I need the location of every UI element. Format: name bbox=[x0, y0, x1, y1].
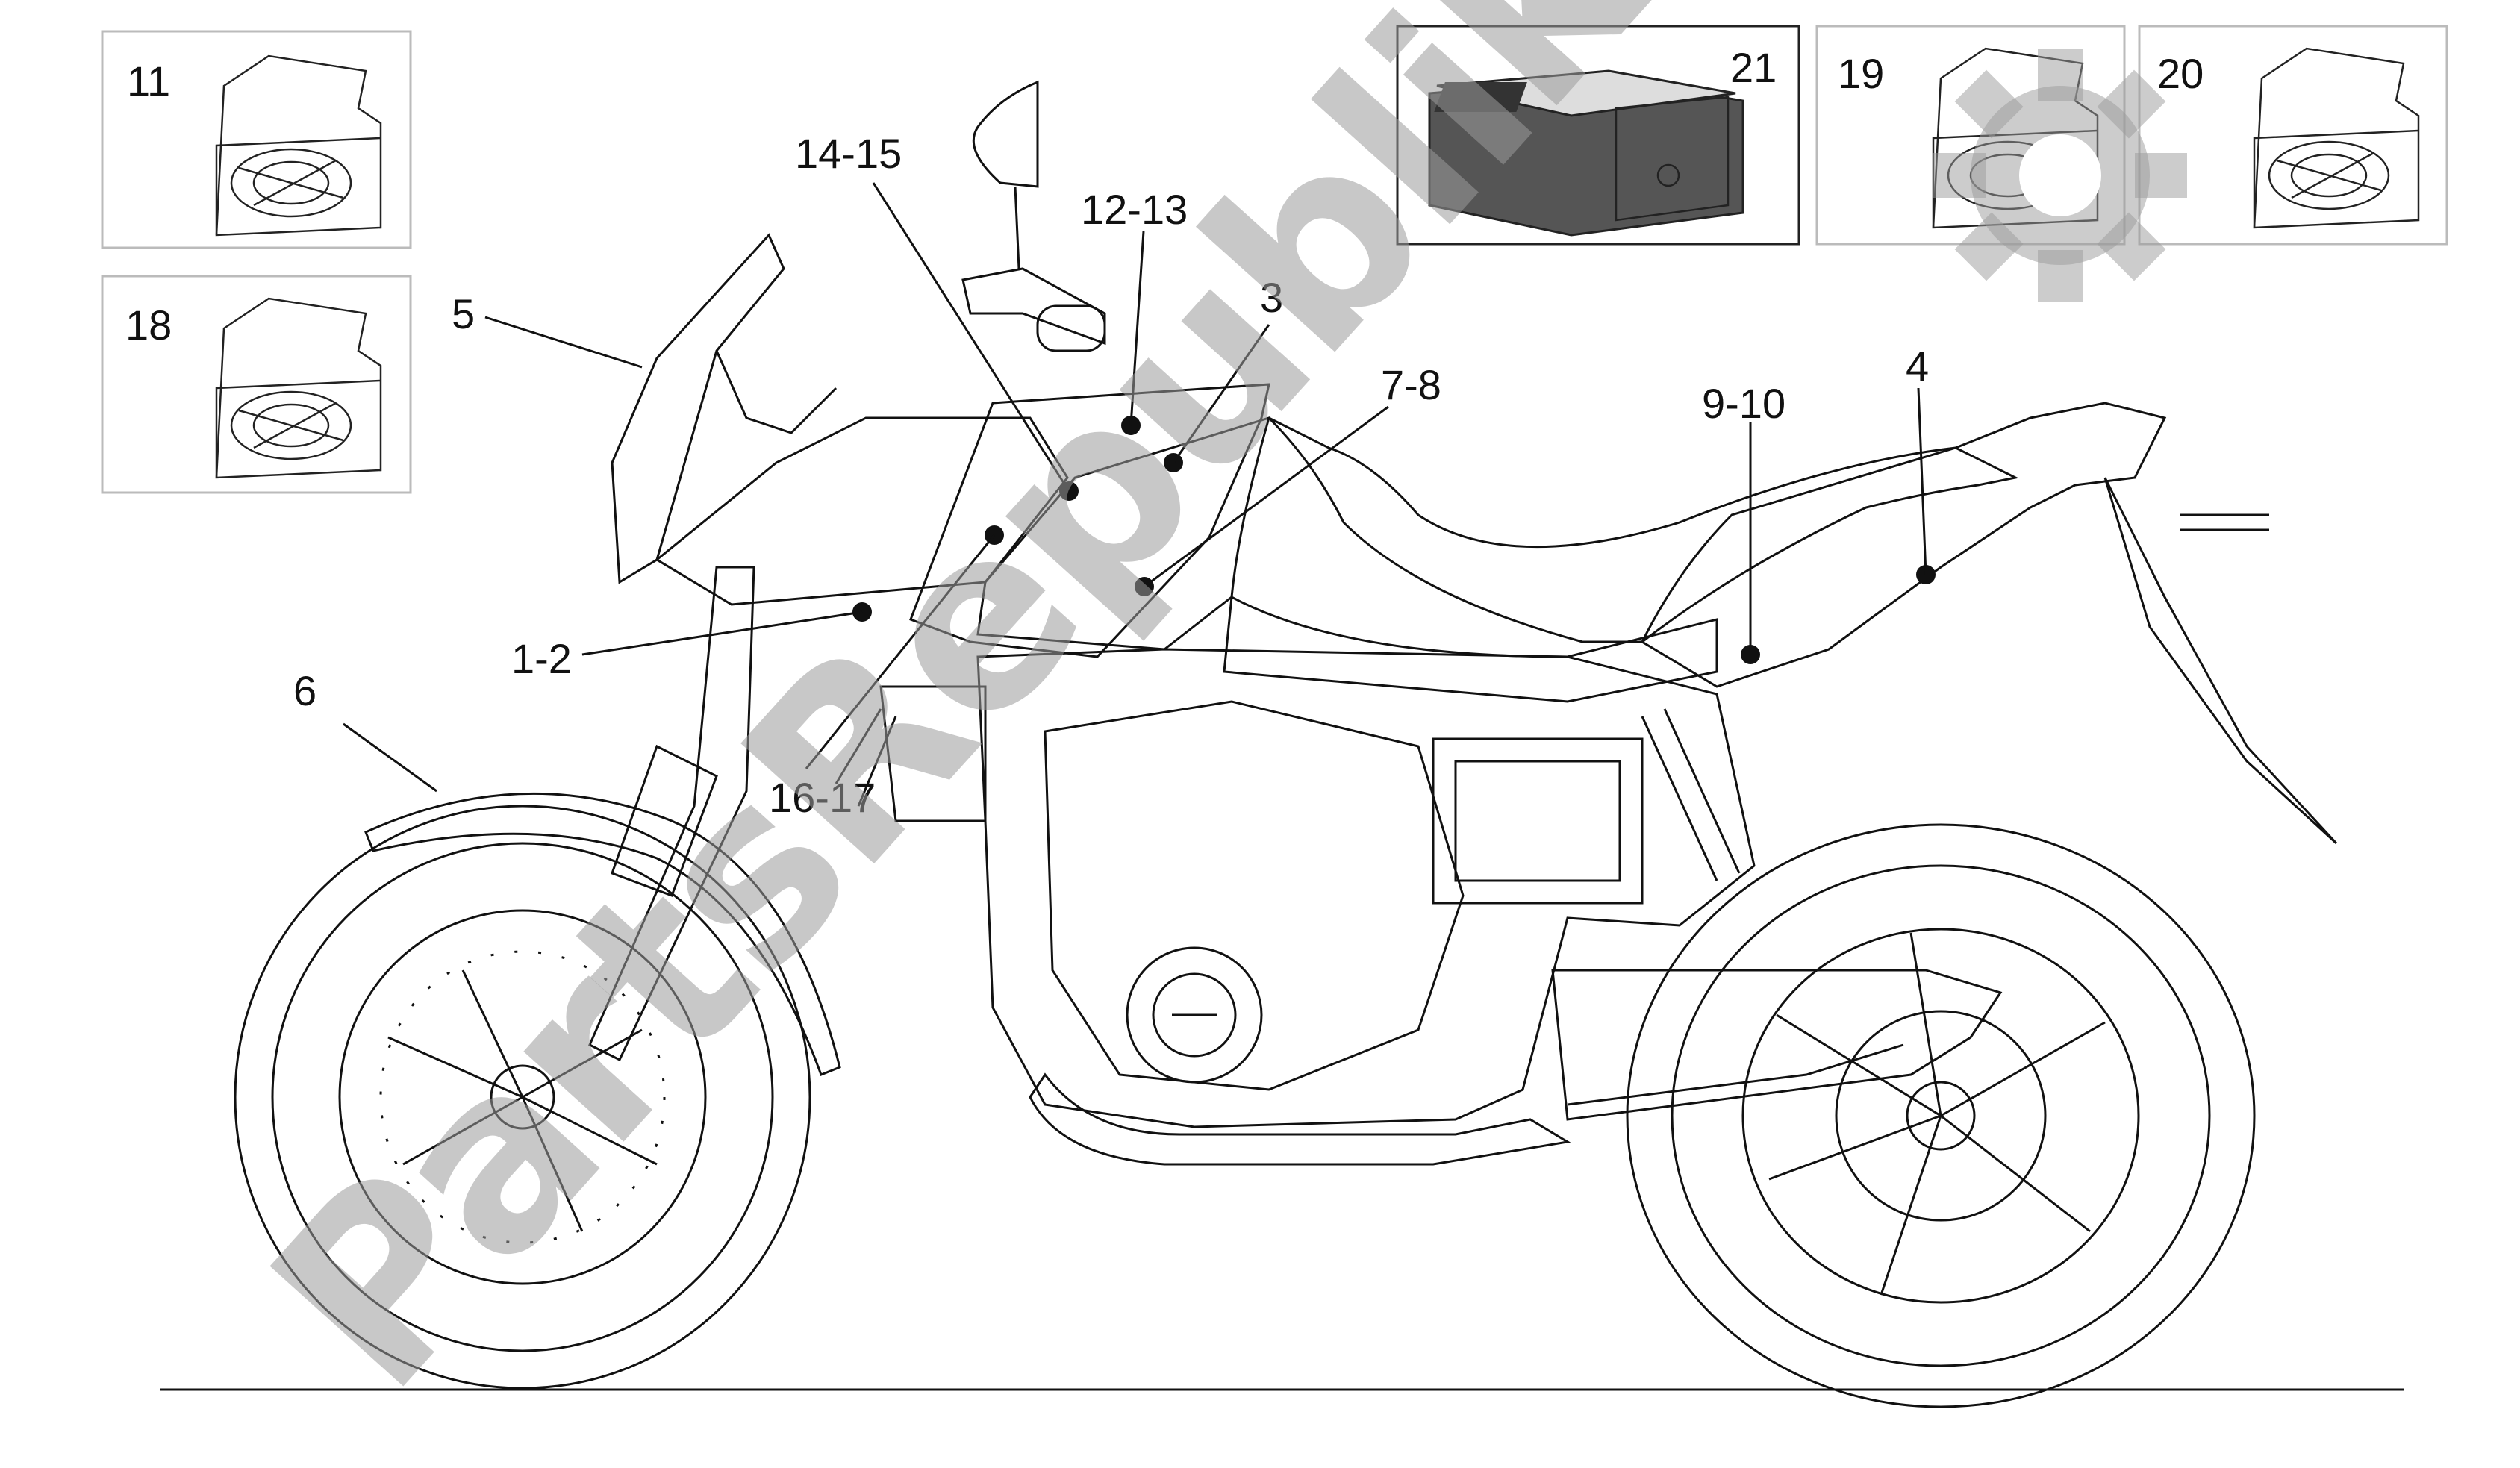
exhaust bbox=[1029, 1072, 1571, 1166]
rear-wheel bbox=[1626, 823, 2256, 1408]
motorcycle-drawing bbox=[234, 80, 2338, 1408]
seat bbox=[1267, 416, 2019, 643]
engine bbox=[1044, 700, 1465, 1091]
inset-number: 20 bbox=[2157, 50, 2204, 97]
decal-pack-icon bbox=[215, 54, 382, 237]
front-fairing bbox=[611, 233, 785, 584]
decal-pack-icon bbox=[215, 297, 382, 479]
callout-3[interactable]: 3 bbox=[1260, 274, 1283, 321]
callout-5[interactable]: 5 bbox=[452, 290, 475, 337]
callout-12-13[interactable]: 12-13 bbox=[1081, 186, 1188, 233]
callout-9-10[interactable]: 9-10 bbox=[1702, 380, 1785, 427]
callout-14-15[interactable]: 14-15 bbox=[795, 130, 902, 177]
decal-pack-icon bbox=[2253, 47, 2420, 229]
callout-7-8[interactable]: 7-8 bbox=[1381, 361, 1441, 408]
front-fender bbox=[364, 792, 841, 1076]
fuel-tank bbox=[909, 383, 1270, 658]
swingarm bbox=[1551, 969, 2003, 1121]
callout-1-2[interactable]: 1-2 bbox=[511, 635, 572, 682]
tail-section bbox=[1641, 402, 2167, 688]
callout-16-17[interactable]: 16-17 bbox=[769, 774, 876, 821]
inset-box-11[interactable]: 11 bbox=[101, 30, 412, 249]
inset-number: 18 bbox=[125, 302, 172, 349]
inset-box-20[interactable]: 20 bbox=[2138, 25, 2448, 246]
front-fork bbox=[588, 566, 755, 1062]
inset-box-21[interactable]: 21 bbox=[1396, 25, 1800, 246]
manual-book-icon bbox=[1428, 69, 1744, 237]
watermark-text: PartsRepublik bbox=[219, 0, 1700, 1442]
callout-4[interactable]: 4 bbox=[1906, 343, 1929, 390]
front-wheel bbox=[234, 805, 811, 1390]
callout-labels: 1-2 3 4 5 6 7-8 9-10 12-13 14-15 16-17 bbox=[293, 130, 1929, 821]
mirror bbox=[972, 80, 1039, 188]
handlebar bbox=[961, 267, 1106, 346]
inset-number: 11 bbox=[127, 57, 170, 104]
gear-icon bbox=[1933, 49, 2187, 302]
leader-lines bbox=[343, 182, 1927, 793]
inset-number: 21 bbox=[1730, 44, 1777, 91]
inset-box-18[interactable]: 18 bbox=[101, 275, 412, 494]
inset-number: 19 bbox=[1838, 50, 1884, 97]
callout-6[interactable]: 6 bbox=[293, 667, 316, 714]
frame bbox=[976, 648, 1756, 1128]
